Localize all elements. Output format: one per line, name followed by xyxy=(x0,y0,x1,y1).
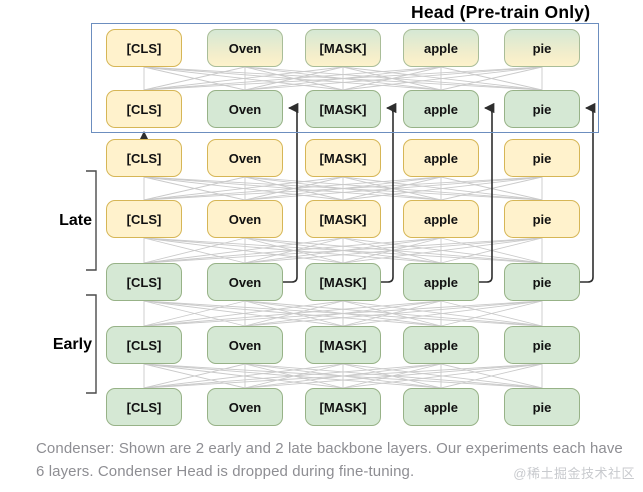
token-box: Oven xyxy=(207,139,283,177)
token-box: Oven xyxy=(207,263,283,301)
token-box: [MASK] xyxy=(305,139,381,177)
attention-line xyxy=(143,237,442,264)
attention-line xyxy=(143,176,344,201)
attention-line xyxy=(143,237,344,264)
token-box: pie xyxy=(504,263,580,301)
attention-line xyxy=(342,176,543,201)
skip-arrow-apple xyxy=(479,102,495,283)
token-box: apple xyxy=(403,388,479,426)
diagram-title: Head (Pre-train Only) xyxy=(411,2,591,22)
token-box: Oven xyxy=(207,29,283,67)
attention-line xyxy=(143,363,344,389)
early-bracket xyxy=(86,294,97,394)
attention-line xyxy=(143,363,442,389)
token-box: [CLS] xyxy=(106,200,182,238)
token-box: pie xyxy=(504,326,580,364)
attention-line xyxy=(143,300,344,327)
token-box: [CLS] xyxy=(106,139,182,177)
attention-line xyxy=(244,363,543,389)
late-section-label: Late xyxy=(59,212,92,229)
caption-line-2: 6 layers. Condenser Head is dropped duri… xyxy=(36,463,415,480)
attention-line xyxy=(244,66,543,91)
token-box: apple xyxy=(403,263,479,301)
attention-line xyxy=(244,300,543,327)
token-box: pie xyxy=(504,139,580,177)
token-box: pie xyxy=(504,388,580,426)
attention-line xyxy=(143,300,442,327)
token-box: [MASK] xyxy=(305,200,381,238)
attention-line xyxy=(342,237,543,264)
token-box: apple xyxy=(403,90,479,128)
attention-line xyxy=(143,66,246,91)
skip-arrow-oven xyxy=(283,102,299,283)
attention-line xyxy=(342,363,543,389)
token-box: Oven xyxy=(207,200,283,238)
early-section-label: Early xyxy=(52,336,92,353)
token-box: pie xyxy=(504,90,580,128)
token-box: pie xyxy=(504,200,580,238)
watermark: @稀土掘金技术社区 xyxy=(513,466,635,481)
token-box: [MASK] xyxy=(305,388,381,426)
attention-line xyxy=(143,300,246,327)
attention-line xyxy=(143,66,442,91)
skip-arrow-mask xyxy=(381,102,397,283)
token-box: [CLS] xyxy=(106,29,182,67)
attention-line xyxy=(342,300,543,327)
attention-line xyxy=(143,176,246,201)
token-box: [MASK] xyxy=(305,326,381,364)
token-box: apple xyxy=(403,200,479,238)
attention-line xyxy=(440,66,543,91)
skip-arrow-pie xyxy=(580,102,596,283)
attention-lines xyxy=(143,66,543,389)
attention-line xyxy=(143,176,543,201)
attention-line xyxy=(143,363,246,389)
caption-line-1: Condenser: Shown are 2 early and 2 late … xyxy=(36,440,623,457)
token-box: [MASK] xyxy=(305,263,381,301)
token-box: Oven xyxy=(207,388,283,426)
attention-line xyxy=(440,300,543,327)
token-box: Oven xyxy=(207,326,283,364)
attention-line xyxy=(143,363,543,389)
attention-line xyxy=(143,66,344,91)
token-box: pie xyxy=(504,29,580,67)
token-box: apple xyxy=(403,139,479,177)
token-box: [CLS] xyxy=(106,326,182,364)
token-box: [CLS] xyxy=(106,263,182,301)
token-box: [MASK] xyxy=(305,90,381,128)
attention-line xyxy=(342,66,543,91)
token-box: apple xyxy=(403,326,479,364)
attention-line xyxy=(143,300,543,327)
attention-line xyxy=(143,66,543,91)
token-box: apple xyxy=(403,29,479,67)
attention-line xyxy=(143,237,246,264)
late-bracket xyxy=(86,170,97,271)
token-box: [CLS] xyxy=(106,90,182,128)
token-box: [MASK] xyxy=(305,29,381,67)
head-frame xyxy=(91,23,599,133)
token-box: Oven xyxy=(207,90,283,128)
attention-line xyxy=(143,237,543,264)
attention-line xyxy=(440,363,543,389)
attention-line xyxy=(143,176,442,201)
token-box: [CLS] xyxy=(106,388,182,426)
